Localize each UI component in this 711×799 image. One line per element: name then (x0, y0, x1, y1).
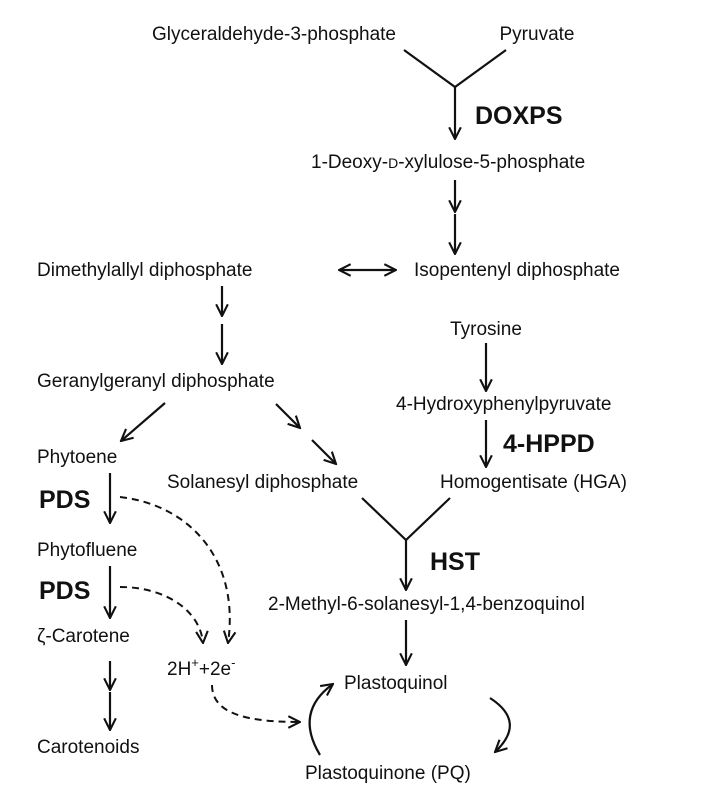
arrow-ggpp-to-spp-2 (311, 439, 336, 464)
label-tyrosine: Tyrosine (450, 319, 522, 340)
label-plastoquinone: Plastoquinone (PQ) (305, 763, 471, 784)
label-carotenoids: Carotenoids (37, 737, 139, 758)
arrow-plastoquinol-to-plastoquinone (489, 697, 511, 752)
dashed-arrow-electrons-to-pq (211, 684, 300, 722)
label-phytofluene: Phytofluene (37, 540, 137, 561)
enzyme-doxps: DOXPS (475, 102, 563, 130)
label-2h: 2H (167, 659, 191, 680)
label-dimethylallyl-diphosphate: Dimethylallyl diphosphate (37, 260, 252, 281)
label-homogentisate: Homogentisate (HGA) (440, 472, 627, 493)
label-glyceraldehyde-3-phosphate: Glyceraldehyde-3-phosphate (152, 24, 396, 45)
dashed-arrow-pds2-electrons (119, 586, 203, 643)
enzyme-pds-1: PDS (39, 486, 90, 514)
label-2e: +2e (199, 659, 231, 680)
label-e-minus: - (231, 655, 235, 670)
label-zeta-carotene: ζ-Carotene (37, 626, 130, 647)
label-deoxy-xylulose-phosphate: 1-Deoxy-D-xylulose-5-phosphate (311, 152, 585, 173)
label-geranylgeranyl-diphosphate: Geranylgeranyl diphosphate (37, 371, 275, 392)
label-dxp-d: D (388, 155, 398, 171)
merge-lines-spp-hga (361, 497, 451, 542)
label-plastoquinol: Plastoquinol (344, 673, 448, 694)
enzyme-4-hppd: 4-HPPD (503, 430, 595, 458)
merge-lines-g3p-pyruvate (403, 49, 507, 89)
label-phytoene: Phytoene (37, 447, 117, 468)
arrow-ggpp-to-phytoene (121, 402, 166, 441)
label-solanesyl-diphosphate: Solanesyl diphosphate (167, 472, 358, 493)
label-methyl-solanesyl-benzoquinol: 2-Methyl-6-solanesyl-1,4-benzoquinol (268, 594, 585, 615)
label-hydroxyphenylpyruvate: 4-Hydroxyphenylpyruvate (396, 394, 611, 415)
label-dxp-suffix: -xylulose-5-phosphate (398, 152, 585, 173)
arrow-ggpp-to-spp-1 (275, 403, 300, 428)
arrow-plastoquinone-to-plastoquinol (308, 684, 333, 756)
dashed-arrow-pds1-electrons (119, 496, 230, 643)
enzyme-pds-2: PDS (39, 577, 90, 605)
label-protons-electrons: 2H++2e- (167, 655, 235, 680)
label-h-plus: + (191, 655, 199, 670)
label-dxp-prefix: 1-Deoxy- (311, 152, 388, 173)
label-isopentenyl-diphosphate: Isopentenyl diphosphate (414, 260, 620, 281)
label-pyruvate: Pyruvate (500, 24, 575, 45)
enzyme-hst: HST (430, 548, 480, 576)
